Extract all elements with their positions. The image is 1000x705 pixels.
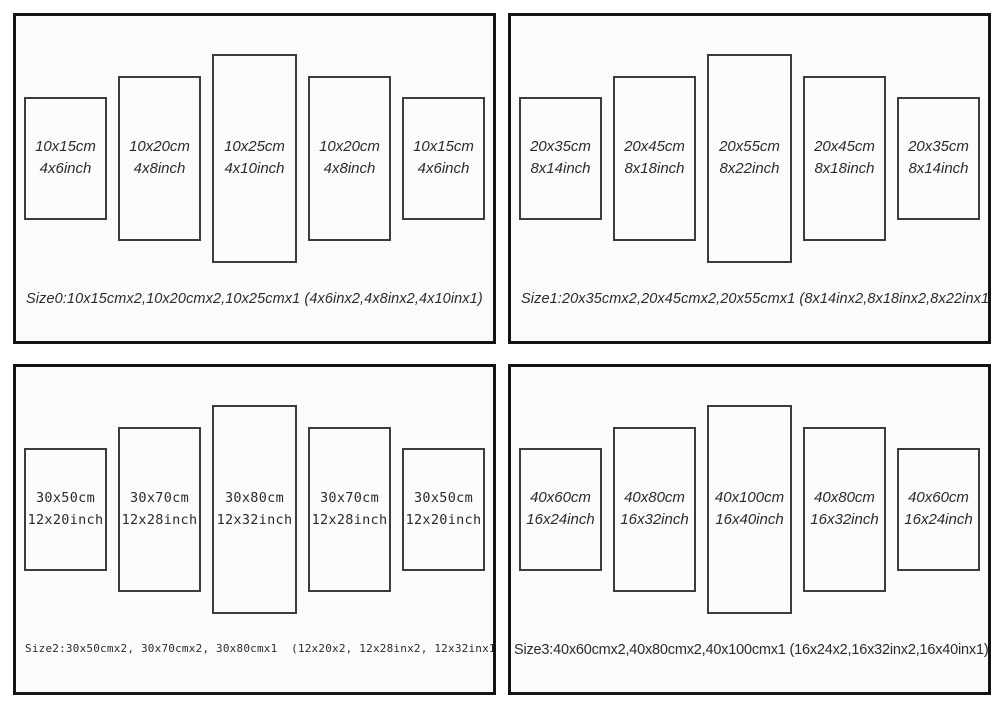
canvas-piece: 10x15cm 4x6inch bbox=[24, 96, 107, 220]
size-label-inch: 4x6inch bbox=[39, 160, 92, 177]
size-label-inch: 16x32inch bbox=[620, 511, 689, 528]
size-label-inch: 8x18inch bbox=[624, 160, 685, 177]
size-label-cm: 20x55cm bbox=[719, 138, 780, 155]
size-label-inch: 8x14inch bbox=[530, 160, 591, 177]
size-chart-panel-size2: 30x50cm 12x20inch 30x70cm 12x28inch 30x8… bbox=[13, 364, 496, 695]
size-chart-panel-size3: 40x60cm 16x24inch 40x80cm 16x32inch 40x1… bbox=[508, 364, 991, 695]
canvas-piece: 30x80cm 12x32inch bbox=[212, 404, 297, 614]
size-chart-panel-size0: 10x15cm 4x6inch 10x20cm 4x8inch 10x25cm … bbox=[13, 13, 496, 344]
canvas-layout: 40x60cm 16x24inch 40x80cm 16x32inch 40x1… bbox=[511, 383, 988, 635]
canvas-layout: 30x50cm 12x20inch 30x70cm 12x28inch 30x8… bbox=[16, 383, 493, 635]
size-label-cm: 30x50cm bbox=[36, 490, 95, 506]
size-label-inch: 8x14inch bbox=[908, 160, 969, 177]
canvas-layout: 10x15cm 4x6inch 10x20cm 4x8inch 10x25cm … bbox=[16, 32, 493, 284]
size-summary-caption: Size0:10x15cmx2,10x20cmx2,10x25cmx1 (4x6… bbox=[26, 291, 483, 307]
size-summary-caption: Size3:40x60cmx2,40x80cmx2,40x100cmx1 (16… bbox=[514, 642, 988, 658]
size-label-cm: 40x80cm bbox=[814, 489, 875, 506]
canvas-piece: 40x80cm 16x32inch bbox=[803, 426, 886, 592]
canvas-piece: 10x20cm 4x8inch bbox=[118, 75, 201, 241]
size-label-cm: 20x45cm bbox=[624, 138, 685, 155]
size-label-inch: 8x22inch bbox=[719, 160, 780, 177]
canvas-piece: 20x45cm 8x18inch bbox=[803, 75, 886, 241]
size-label-inch: 4x6inch bbox=[417, 160, 470, 177]
size-label-cm: 30x80cm bbox=[225, 490, 284, 506]
size-label-inch: 4x8inch bbox=[323, 160, 376, 177]
size-label-cm: 20x45cm bbox=[814, 138, 875, 155]
size-label-cm: 40x60cm bbox=[908, 489, 969, 506]
size-chart-panel-size1: 20x35cm 8x14inch 20x45cm 8x18inch 20x55c… bbox=[508, 13, 991, 344]
size-label-inch: 16x40inch bbox=[715, 511, 784, 528]
size-label-inch: 16x24inch bbox=[526, 511, 595, 528]
canvas-piece: 30x50cm 12x20inch bbox=[24, 447, 107, 571]
canvas-piece: 30x70cm 12x28inch bbox=[308, 426, 391, 592]
size-label-cm: 30x70cm bbox=[130, 490, 189, 506]
size-label-inch: 4x8inch bbox=[133, 160, 186, 177]
size-label-inch: 8x18inch bbox=[814, 160, 875, 177]
size-summary-caption: Size2:30x50cmx2, 30x70cmx2, 30x80cmx1 (1… bbox=[25, 642, 493, 655]
size-label-cm: 10x20cm bbox=[319, 138, 380, 155]
size-label-cm: 20x35cm bbox=[908, 138, 969, 155]
canvas-piece: 20x45cm 8x18inch bbox=[613, 75, 696, 241]
canvas-piece: 40x80cm 16x32inch bbox=[613, 426, 696, 592]
canvas-layout: 20x35cm 8x14inch 20x45cm 8x18inch 20x55c… bbox=[511, 32, 988, 284]
size-label-cm: 10x25cm bbox=[224, 138, 285, 155]
size-label-cm: 40x100cm bbox=[714, 489, 785, 506]
canvas-piece: 30x70cm 12x28inch bbox=[118, 426, 201, 592]
size-label-inch: 4x10inch bbox=[224, 160, 285, 177]
canvas-piece: 10x25cm 4x10inch bbox=[212, 53, 297, 263]
size-label-cm: 30x70cm bbox=[320, 490, 379, 506]
canvas-piece: 30x50cm 12x20inch bbox=[402, 447, 485, 571]
size-label-inch: 16x24inch bbox=[904, 511, 973, 528]
canvas-piece: 20x55cm 8x22inch bbox=[707, 53, 792, 263]
canvas-piece: 40x100cm 16x40inch bbox=[707, 404, 792, 614]
size-label-inch: 12x28inch bbox=[311, 512, 388, 528]
size-label-inch: 12x20inch bbox=[405, 512, 482, 528]
canvas-piece: 40x60cm 16x24inch bbox=[519, 447, 602, 571]
canvas-piece: 10x20cm 4x8inch bbox=[308, 75, 391, 241]
canvas-piece: 20x35cm 8x14inch bbox=[519, 96, 602, 220]
size-label-inch: 16x32inch bbox=[810, 511, 879, 528]
canvas-piece: 40x60cm 16x24inch bbox=[897, 447, 980, 571]
size-label-cm: 30x50cm bbox=[414, 490, 473, 506]
size-label-inch: 12x32inch bbox=[216, 512, 293, 528]
size-label-cm: 10x15cm bbox=[35, 138, 96, 155]
size-label-cm: 20x35cm bbox=[530, 138, 591, 155]
size-label-cm: 40x80cm bbox=[624, 489, 685, 506]
canvas-piece: 10x15cm 4x6inch bbox=[402, 96, 485, 220]
size-label-inch: 12x28inch bbox=[121, 512, 198, 528]
size-label-cm: 40x60cm bbox=[530, 489, 591, 506]
size-label-inch: 12x20inch bbox=[27, 512, 104, 528]
canvas-piece: 20x35cm 8x14inch bbox=[897, 96, 980, 220]
size-label-cm: 10x20cm bbox=[129, 138, 190, 155]
size-summary-caption: Size1:20x35cmx2,20x45cmx2,20x55cmx1 (8x1… bbox=[521, 291, 988, 307]
size-label-cm: 10x15cm bbox=[413, 138, 474, 155]
